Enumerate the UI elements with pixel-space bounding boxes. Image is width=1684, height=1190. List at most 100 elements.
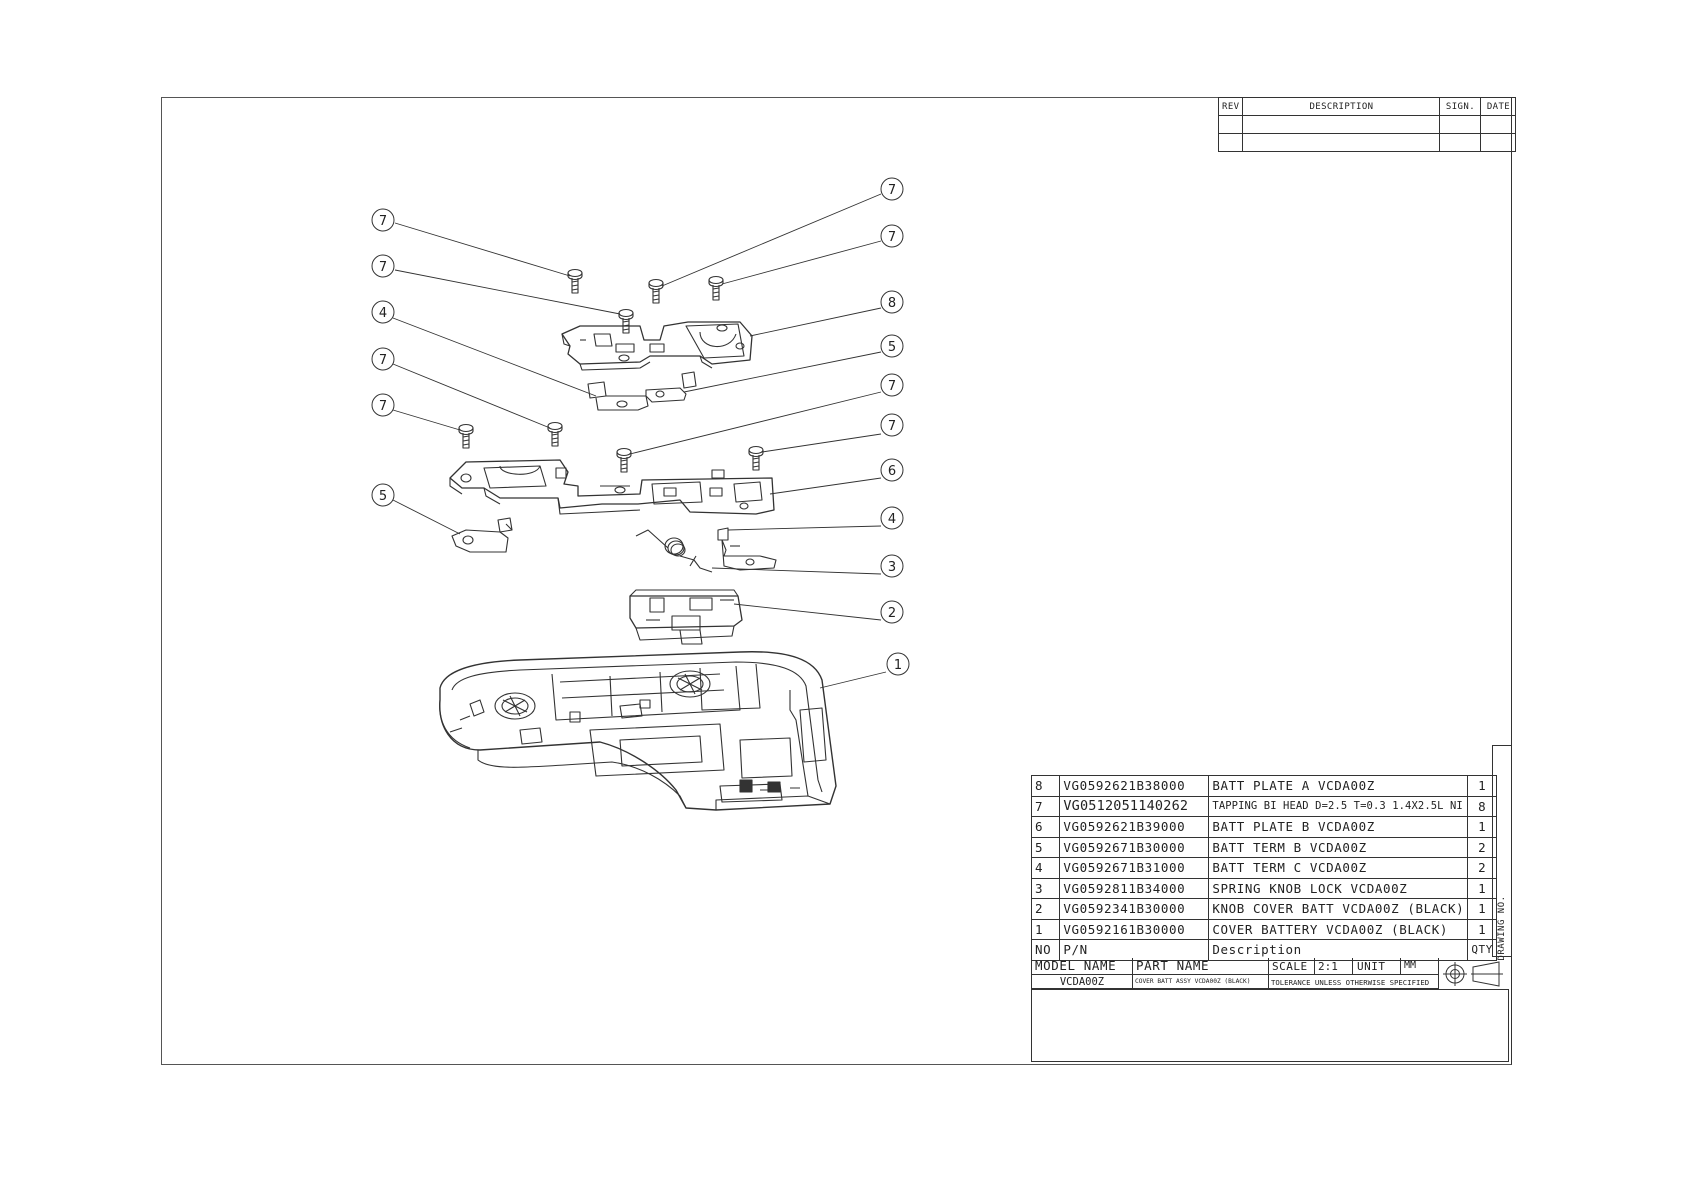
revision-block: REV DESCRIPTION SIGN. DATE [1217,97,1517,152]
balloon-7b: 7 [371,254,395,278]
bom-pn: VG0592161B30000 [1059,918,1210,940]
bom-row: 4 VG0592671B31000 BATT TERM C VCDA00Z 2 [1030,857,1497,879]
bom-no: 4 [1030,857,1061,879]
drawing-sheet-border [161,97,1512,1065]
scale-label: SCALE [1272,960,1308,973]
balloon-7h: 7 [880,413,904,437]
bom-no: 3 [1030,877,1061,899]
bom-no: 5 [1030,836,1061,858]
screw-5 [458,423,474,449]
leader-7b [394,269,621,315]
screw-6 [547,421,563,447]
part-spring-knob-lock [635,529,713,573]
bom-header-qty: QTY [1467,939,1497,961]
model-name-label-cell: MODEL NAME [1031,958,1133,975]
balloons: 7 7 4 7 7 5 7 7 8 5 7 7 6 4 3 2 1 [371,177,910,676]
bom-row: 1 VG0592161B30000 COVER BATTERY VCDA00Z … [1030,918,1497,940]
part-batt-plate-a [561,321,753,371]
bom-pn: VG0592621B38000 [1059,775,1210,797]
unit-label: UNIT [1357,960,1386,973]
bom-row: 8 VG0592621B38000 BATT PLATE A VCDA00Z 1 [1030,775,1497,797]
part-batt-term-b-lower [451,517,513,553]
model-name-value: VCDA00Z [1059,976,1105,988]
balloon-7h-label: 7 [888,419,896,434]
bill-of-materials: 8 VG0592621B38000 BATT PLATE A VCDA00Z 1… [1030,775,1497,961]
part-knob-cover-batt [629,589,743,645]
unit-label-cell: UNIT [1353,958,1401,975]
bom-pn: VG0592341B30000 [1059,898,1210,920]
balloon-7c: 7 [371,347,395,371]
balloon-6-label: 6 [888,464,896,479]
balloon-2: 2 [880,600,904,624]
bom-row: 5 VG0592671B30000 BATT TERM B VCDA00Z 2 [1030,836,1497,858]
balloon-6: 6 [880,458,904,482]
balloon-1-label: 1 [894,658,902,673]
bom-no: 6 [1030,816,1061,838]
bom-no: 7 [1030,795,1061,817]
unit-value-cell: MM [1401,958,1439,975]
scale-value-cell: 2:1 [1315,958,1353,975]
bom-qty: 8 [1467,795,1497,817]
balloon-5b-label: 5 [379,489,387,504]
balloon-5b: 5 [371,483,395,507]
leader-7e [661,193,882,287]
unit-value: MM [1404,960,1417,971]
balloon-3-label: 3 [888,560,896,575]
bom-header-desc: Description [1208,939,1469,961]
tolerance-note: TOLERANCE UNLESS OTHERWISE SPECIFIED [1271,978,1430,987]
balloon-1: 1 [886,652,910,676]
bom-header-pn: P/N [1059,939,1210,961]
model-name-value-cell: VCDA00Z [1031,975,1133,989]
bom-pn: VG0512051140262 [1059,795,1210,817]
leader-lines [392,193,887,689]
bom-qty: 1 [1467,898,1497,920]
balloon-4a-label: 4 [379,306,387,321]
bom-desc: BATT TERM C VCDA00Z [1208,857,1469,879]
part-batt-term-c-lower [717,527,777,571]
bom-row: 7 VG0512051140262 TAPPING BI HEAD D=2.5 … [1030,795,1497,817]
balloon-8-label: 8 [888,296,896,311]
balloon-2-label: 2 [888,606,896,621]
screw-3 [648,278,664,304]
leader-3 [711,567,882,575]
balloon-8: 8 [880,290,904,314]
leader-7h [761,433,882,453]
model-name-label: MODEL NAME [1035,958,1117,973]
balloon-4a: 4 [371,300,395,324]
bom-desc: TAPPING BI HEAD D=2.5 T=0.3 1.4X2.5L NI [1208,795,1469,817]
part-cover-battery [439,651,837,811]
part-batt-term-b-upper [645,371,697,403]
screw-8 [748,445,764,471]
bom-row: 2 VG0592341B30000 KNOB COVER BATT VCDA00… [1030,898,1497,920]
part-name-value: COVER BATT ASSY VCDA00Z (BLACK) [1135,978,1251,985]
leader-7c [392,363,551,429]
bom-pn: VG0592671B31000 [1059,857,1210,879]
bom-no: 1 [1030,918,1061,940]
leader-5a [683,351,882,393]
notes-area [1031,989,1509,1062]
screw-4 [708,275,724,301]
bom-pn: VG0592671B30000 [1059,836,1210,858]
balloon-7d: 7 [371,393,395,417]
bom-desc: BATT PLATE B VCDA00Z [1208,816,1469,838]
balloon-7g: 7 [880,373,904,397]
bom-desc: BATT PLATE A VCDA00Z [1208,775,1469,797]
part-batt-term-c-upper [587,381,649,411]
part-batt-plate-b [449,459,775,515]
bom-row: 3 VG0592811B34000 SPRING KNOB LOCK VCDA0… [1030,877,1497,899]
leader-8 [749,307,882,337]
balloon-7e-label: 7 [888,183,896,198]
part-name-label-cell: PART NAME [1133,958,1269,975]
balloon-7f: 7 [880,224,904,248]
leader-7f [721,240,882,285]
balloon-7a-label: 7 [379,214,387,229]
title-block: MODEL NAME PART NAME SCALE 2:1 UNIT MM V… [1031,958,1511,1064]
balloon-7g-label: 7 [888,379,896,394]
leader-4b [727,525,882,531]
balloon-7b-label: 7 [379,260,387,275]
balloon-3: 3 [880,554,904,578]
leader-7d [392,409,461,431]
screw-1 [567,268,583,294]
bom-qty: 1 [1467,816,1497,838]
leader-6 [769,477,882,495]
